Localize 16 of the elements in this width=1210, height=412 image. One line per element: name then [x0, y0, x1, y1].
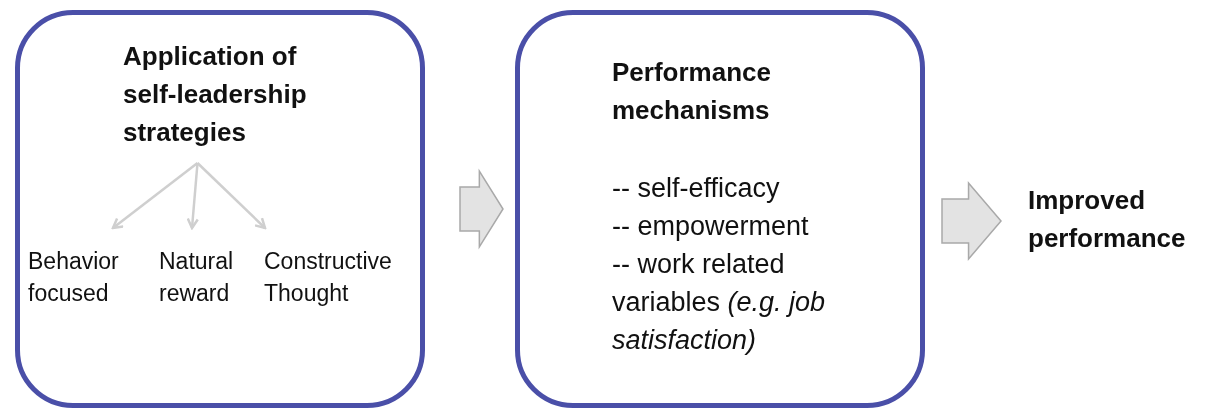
strategy-label: Constructive Thought	[264, 227, 420, 307]
list-item: -- empowerment	[612, 210, 810, 243]
arrow	[196, 162, 267, 230]
block-arrow	[941, 180, 1002, 262]
strategy-label: Behavior focused	[28, 227, 146, 307]
list-item: -- work related variables (e.g. job satisfaction)	[612, 248, 827, 357]
process-box	[515, 10, 925, 408]
arrow	[111, 162, 199, 230]
outcome-label: Improved performance	[1028, 181, 1208, 261]
heading: Application of self-leadership strategies	[123, 37, 338, 155]
process-box	[15, 10, 425, 408]
list-item: -- self-efficacy	[612, 172, 781, 205]
heading: Performance mechanisms	[612, 56, 772, 127]
arrow	[186, 162, 199, 230]
block-arrow	[459, 168, 504, 250]
strategy-label: Natural reward	[159, 227, 259, 307]
